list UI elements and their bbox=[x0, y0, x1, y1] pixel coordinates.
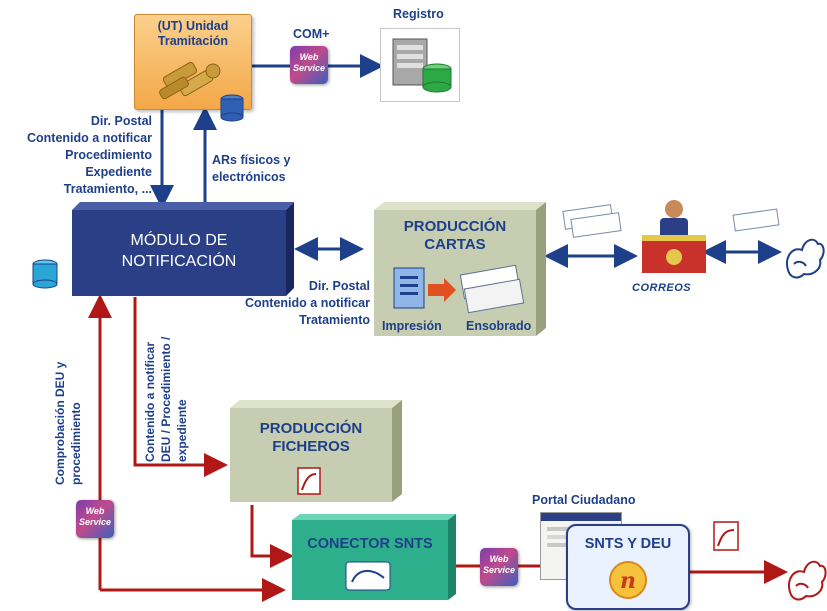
arrow-ficheros-conector bbox=[250, 505, 294, 568]
vertical-left-0: Comprobación DEU y bbox=[53, 361, 67, 485]
ars-labels: ARs físicos y electrónicos bbox=[212, 152, 291, 186]
web-service-icon-top: Web Service bbox=[290, 46, 328, 84]
vertical-left-1: procedimiento bbox=[69, 402, 83, 485]
vertical-mid-1: DEU / Procedimiento / bbox=[159, 336, 173, 462]
ficheros-line2: FICHEROS bbox=[272, 438, 350, 455]
vertical-mid-labels: Contenido a notificar DEU / Procedimient… bbox=[142, 337, 190, 462]
mid-label-2: Tratamiento bbox=[299, 313, 370, 327]
mid-label-0: Dir. Postal bbox=[308, 279, 370, 293]
modulo-line1: MÓDULO DE bbox=[130, 232, 228, 249]
left-label-4: Tratamiento, ... bbox=[63, 182, 152, 196]
cartas-line2: CARTAS bbox=[424, 236, 486, 253]
mid-labels: Dir. Postal Contenido a notificar Tratam… bbox=[212, 278, 370, 329]
mid-label-1: Contenido a notificar bbox=[245, 296, 370, 310]
registro-label: Registro bbox=[393, 7, 444, 21]
envelope-icon-right bbox=[732, 208, 780, 232]
left-labels: Dir. Postal Contenido a notificar Proced… bbox=[0, 113, 152, 198]
citizen-icon-blue bbox=[786, 238, 825, 279]
portal-label: Portal Ciudadano bbox=[532, 493, 636, 507]
correos-label: CORREOS bbox=[632, 282, 692, 294]
database-icon-modulo bbox=[32, 259, 58, 289]
citizen-icon-red bbox=[788, 560, 827, 601]
ars-label-0: ARs físicos y bbox=[212, 153, 291, 167]
ws-bottom-line1: Web bbox=[489, 554, 509, 564]
snts-deu-box: SNTS Y DEU n bbox=[566, 524, 690, 610]
ut-box: (UT) Unidad Tramitación bbox=[134, 14, 252, 110]
modulo-box bbox=[72, 202, 294, 296]
conector-title: CONECTOR SNTS bbox=[307, 536, 433, 552]
ut-title-line1: (UT) Unidad bbox=[157, 19, 229, 33]
correos-clerk-icon bbox=[642, 200, 706, 273]
envelopes-icon bbox=[562, 204, 622, 238]
vertical-mid-0: Contenido a notificar bbox=[143, 342, 157, 462]
svg-text:n: n bbox=[620, 568, 636, 594]
left-label-1: Contenido a notificar bbox=[27, 131, 152, 145]
web-service-icon-left: Web Service bbox=[76, 500, 114, 538]
ws-left-line1: Web bbox=[85, 506, 105, 516]
cartas-title: PRODUCCIÓN CARTAS bbox=[374, 218, 536, 254]
snts-deu-title: SNTS Y DEU bbox=[584, 536, 672, 552]
produccion-cartas-box bbox=[374, 202, 546, 336]
cartas-line1: PRODUCCIÓN bbox=[403, 218, 507, 235]
conector-box bbox=[292, 514, 456, 600]
modulo-title: MÓDULO DE NOTIFICACIÓN bbox=[72, 230, 286, 272]
ficheros-line1: PRODUCCIÓN bbox=[259, 420, 363, 437]
ficheros-title: PRODUCCIÓN FICHEROS bbox=[230, 420, 392, 456]
left-label-0: Dir. Postal bbox=[90, 114, 152, 128]
left-label-2: Procedimiento bbox=[65, 148, 152, 162]
ensobrado-label: Ensobrado bbox=[466, 319, 532, 333]
registro-box bbox=[380, 28, 460, 102]
database-icon bbox=[220, 94, 244, 122]
vertical-left-labels: Comprobación DEU y procedimiento bbox=[52, 362, 84, 485]
web-service-icon-bottom: Web Service bbox=[480, 548, 518, 586]
ars-label-1: electrónicos bbox=[212, 170, 286, 184]
ut-title-line2: Tramitación bbox=[157, 34, 229, 48]
left-label-3: Expediente bbox=[85, 165, 152, 179]
produccion-ficheros-box bbox=[230, 400, 402, 502]
server-icon bbox=[392, 38, 452, 93]
n-logo-icon: n bbox=[609, 561, 647, 599]
arrow-modulo-ficheros bbox=[133, 297, 228, 477]
ws-bottom-line2: Service bbox=[482, 565, 516, 575]
modulo-line2: NOTIFICACIÓN bbox=[121, 253, 237, 270]
ws-left-line2: Service bbox=[78, 517, 112, 527]
pdf-icon-right bbox=[713, 521, 739, 551]
gears-icon bbox=[159, 61, 221, 100]
com-label: COM+ bbox=[293, 27, 330, 41]
vertical-mid-2: expediente bbox=[175, 399, 189, 462]
ws-line2: Service bbox=[292, 63, 326, 73]
printer-doc-icon bbox=[393, 267, 425, 309]
connector-logo-icon bbox=[345, 561, 391, 591]
pdf-icon bbox=[297, 467, 321, 495]
impresion-label: Impresión bbox=[382, 319, 442, 333]
ws-line1: Web bbox=[299, 52, 319, 62]
